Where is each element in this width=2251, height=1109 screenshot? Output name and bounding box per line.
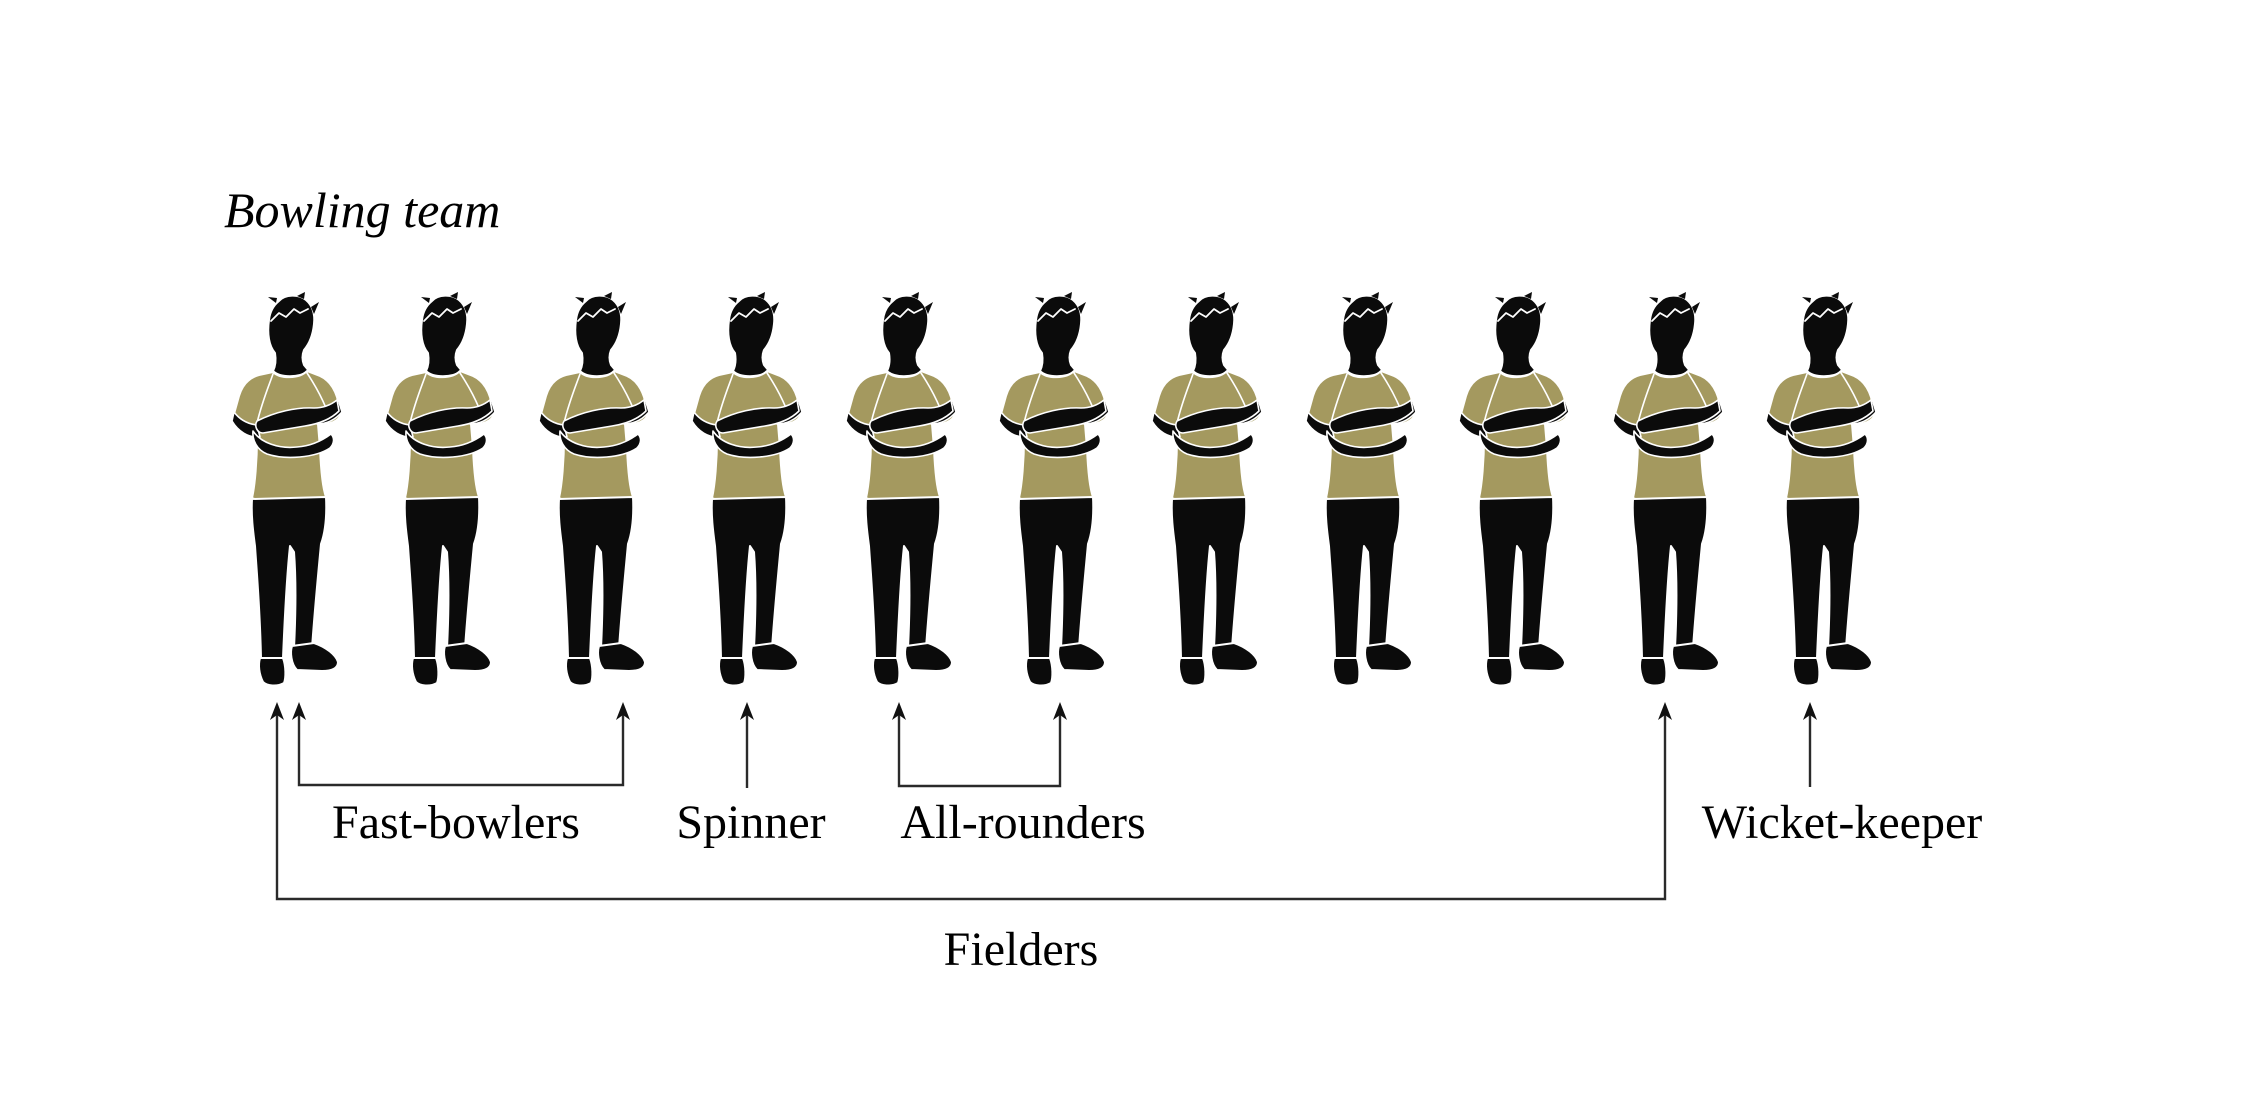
spinner-arrow [740,702,754,788]
up-arrow-icon [616,702,630,720]
up-arrow-icon [1658,702,1672,720]
all-rounders-bracket [892,702,1067,788]
up-arrow-icon [292,702,306,720]
wicket-keeper-arrow [1803,702,1817,787]
fast-bowlers-bracket [292,702,630,787]
up-arrow-icon [1053,702,1067,720]
up-arrow-icon [892,702,906,720]
label-fielders: Fielders [943,923,1099,976]
label-fast-bowlers: Fast-bowlers [332,796,580,849]
up-arrow-icon [1803,702,1817,720]
diagram-title: Bowling team [224,182,501,238]
up-arrow-icon [270,702,284,720]
up-arrow-icon [740,702,754,720]
label-all-rounders: All-rounders [900,796,1146,849]
fielders-bracket [270,702,1672,901]
label-spinner: Spinner [676,796,826,849]
label-wicket-keeper: Wicket-keeper [1701,796,1983,849]
